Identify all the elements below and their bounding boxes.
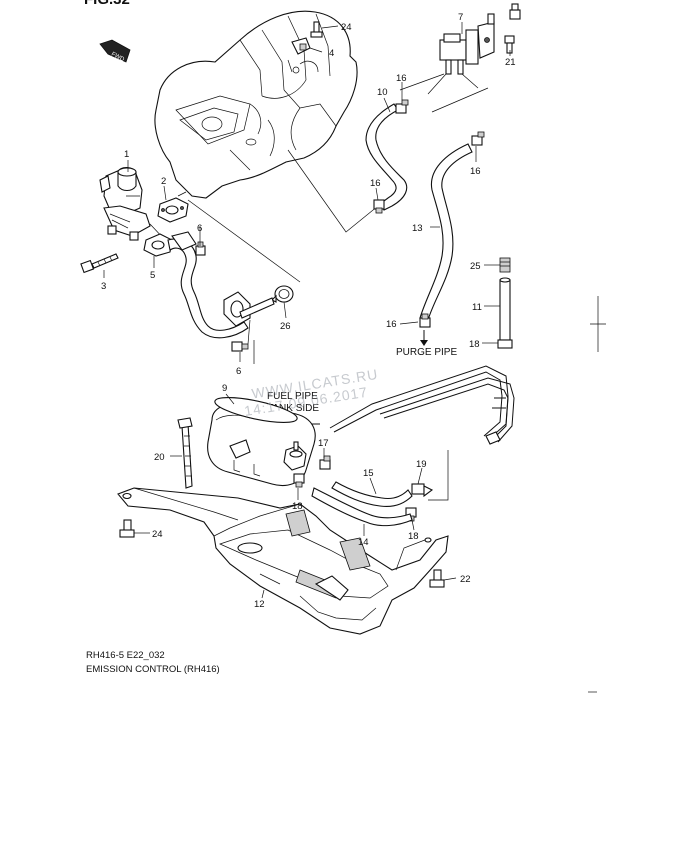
part-13-purge-hose xyxy=(419,143,473,321)
callout-5: 5 xyxy=(150,270,155,281)
part-4-bolt xyxy=(195,241,206,256)
drawing-code: RH416-5 E22_032 xyxy=(86,650,165,661)
fuel-pipe-assembly xyxy=(329,365,515,445)
callout-26: 25 xyxy=(470,261,481,272)
callout-11: 11 xyxy=(472,302,482,313)
callout-17: 17 xyxy=(318,438,329,449)
callout-14: 14 xyxy=(358,537,369,548)
part-15-hose xyxy=(331,481,413,508)
part-5-gasket xyxy=(143,233,173,257)
part-22-bolt xyxy=(429,569,445,588)
part-1-egr-valve xyxy=(99,166,151,241)
part-12-canister-bracket xyxy=(117,487,449,635)
part-26-cap xyxy=(499,257,511,273)
callout-18-b: 18 xyxy=(469,339,480,350)
callout-12: 12 xyxy=(254,599,265,610)
callout-16-c: 16 xyxy=(370,178,381,189)
callout-13: 13 xyxy=(412,223,423,234)
fuel-pipe-label-line2: TANK SIDE xyxy=(267,403,319,414)
part-17-hose-clamp xyxy=(319,455,331,470)
callout-16-b: 16 xyxy=(470,166,481,177)
callout-19: 19 xyxy=(416,459,427,470)
callout-18-a: 18 xyxy=(292,501,303,512)
callout-27: 26 xyxy=(280,321,291,332)
callout-16-d: 16 xyxy=(386,319,397,330)
part-10-vacuum-hose xyxy=(365,103,408,211)
part-19-clip xyxy=(411,483,434,498)
top-right-bolt xyxy=(509,3,521,20)
figure-caption: EMISSION CONTROL (RH416) xyxy=(86,664,220,675)
callout-9: 9 xyxy=(222,383,227,394)
callout-10: 10 xyxy=(377,87,388,98)
part-16-hose-clamp-c xyxy=(373,199,385,214)
part-7-vsv-solenoid xyxy=(439,13,495,75)
part-9-charcoal-canister xyxy=(207,397,316,487)
part-21-bolt xyxy=(504,35,515,54)
callout-20: 20 xyxy=(154,452,165,463)
part-3-bolt xyxy=(80,253,119,274)
intake-manifold xyxy=(154,10,358,199)
egr-short-pipe xyxy=(239,297,275,319)
callout-16-a: 16 xyxy=(396,73,407,84)
purge-pipe-arrow-icon xyxy=(420,340,428,346)
callout-24-lower: 24 xyxy=(152,529,163,540)
leader-lines xyxy=(103,22,511,599)
part-24-bolt-lower xyxy=(119,519,135,538)
callout-2: 2 xyxy=(161,176,166,187)
callout-7: 7 xyxy=(458,12,463,23)
callout-6-upper: 6 xyxy=(197,223,202,234)
part-18-clip-right xyxy=(497,339,513,349)
part-18-clip-center xyxy=(293,473,305,488)
part-16-hose-clamp-a xyxy=(395,99,409,114)
part-20-canister-strap xyxy=(177,417,193,489)
callout-15: 15 xyxy=(363,468,374,479)
callout-21: 21 xyxy=(505,57,516,68)
part-2-gasket xyxy=(157,197,189,223)
purge-pipe-label: PURGE PIPE xyxy=(396,347,457,358)
callout-1: 1 xyxy=(124,149,129,160)
part-16-hose-clamp-b xyxy=(471,131,485,146)
figure-title: FIG.32 xyxy=(84,0,130,8)
callout-numbers: 1 2 3 4 5 6 6 7 9 10 11 12 13 14 15 16 1… xyxy=(101,12,516,610)
margin-mark-right xyxy=(590,296,606,352)
fuel-pipe-label-line1: FUEL PIPE xyxy=(267,391,318,402)
egr-pipe xyxy=(167,231,251,339)
part-27-hose-clamp xyxy=(271,285,294,303)
part-11-vent-pipe xyxy=(499,277,511,341)
callout-4: 4 xyxy=(329,48,334,59)
callout-6-lower: 6 xyxy=(236,366,241,377)
fwd-arrow-icon: FWD xyxy=(99,39,131,63)
part-16-hose-clamp-d xyxy=(419,313,431,328)
part-25-bolt xyxy=(310,21,323,38)
callout-24-upper: 24 xyxy=(341,22,352,33)
part-6-bolt-lower xyxy=(231,341,249,352)
callout-22: 22 xyxy=(460,574,471,585)
callout-18-c: 18 xyxy=(408,531,419,542)
callout-3: 3 xyxy=(101,281,106,292)
